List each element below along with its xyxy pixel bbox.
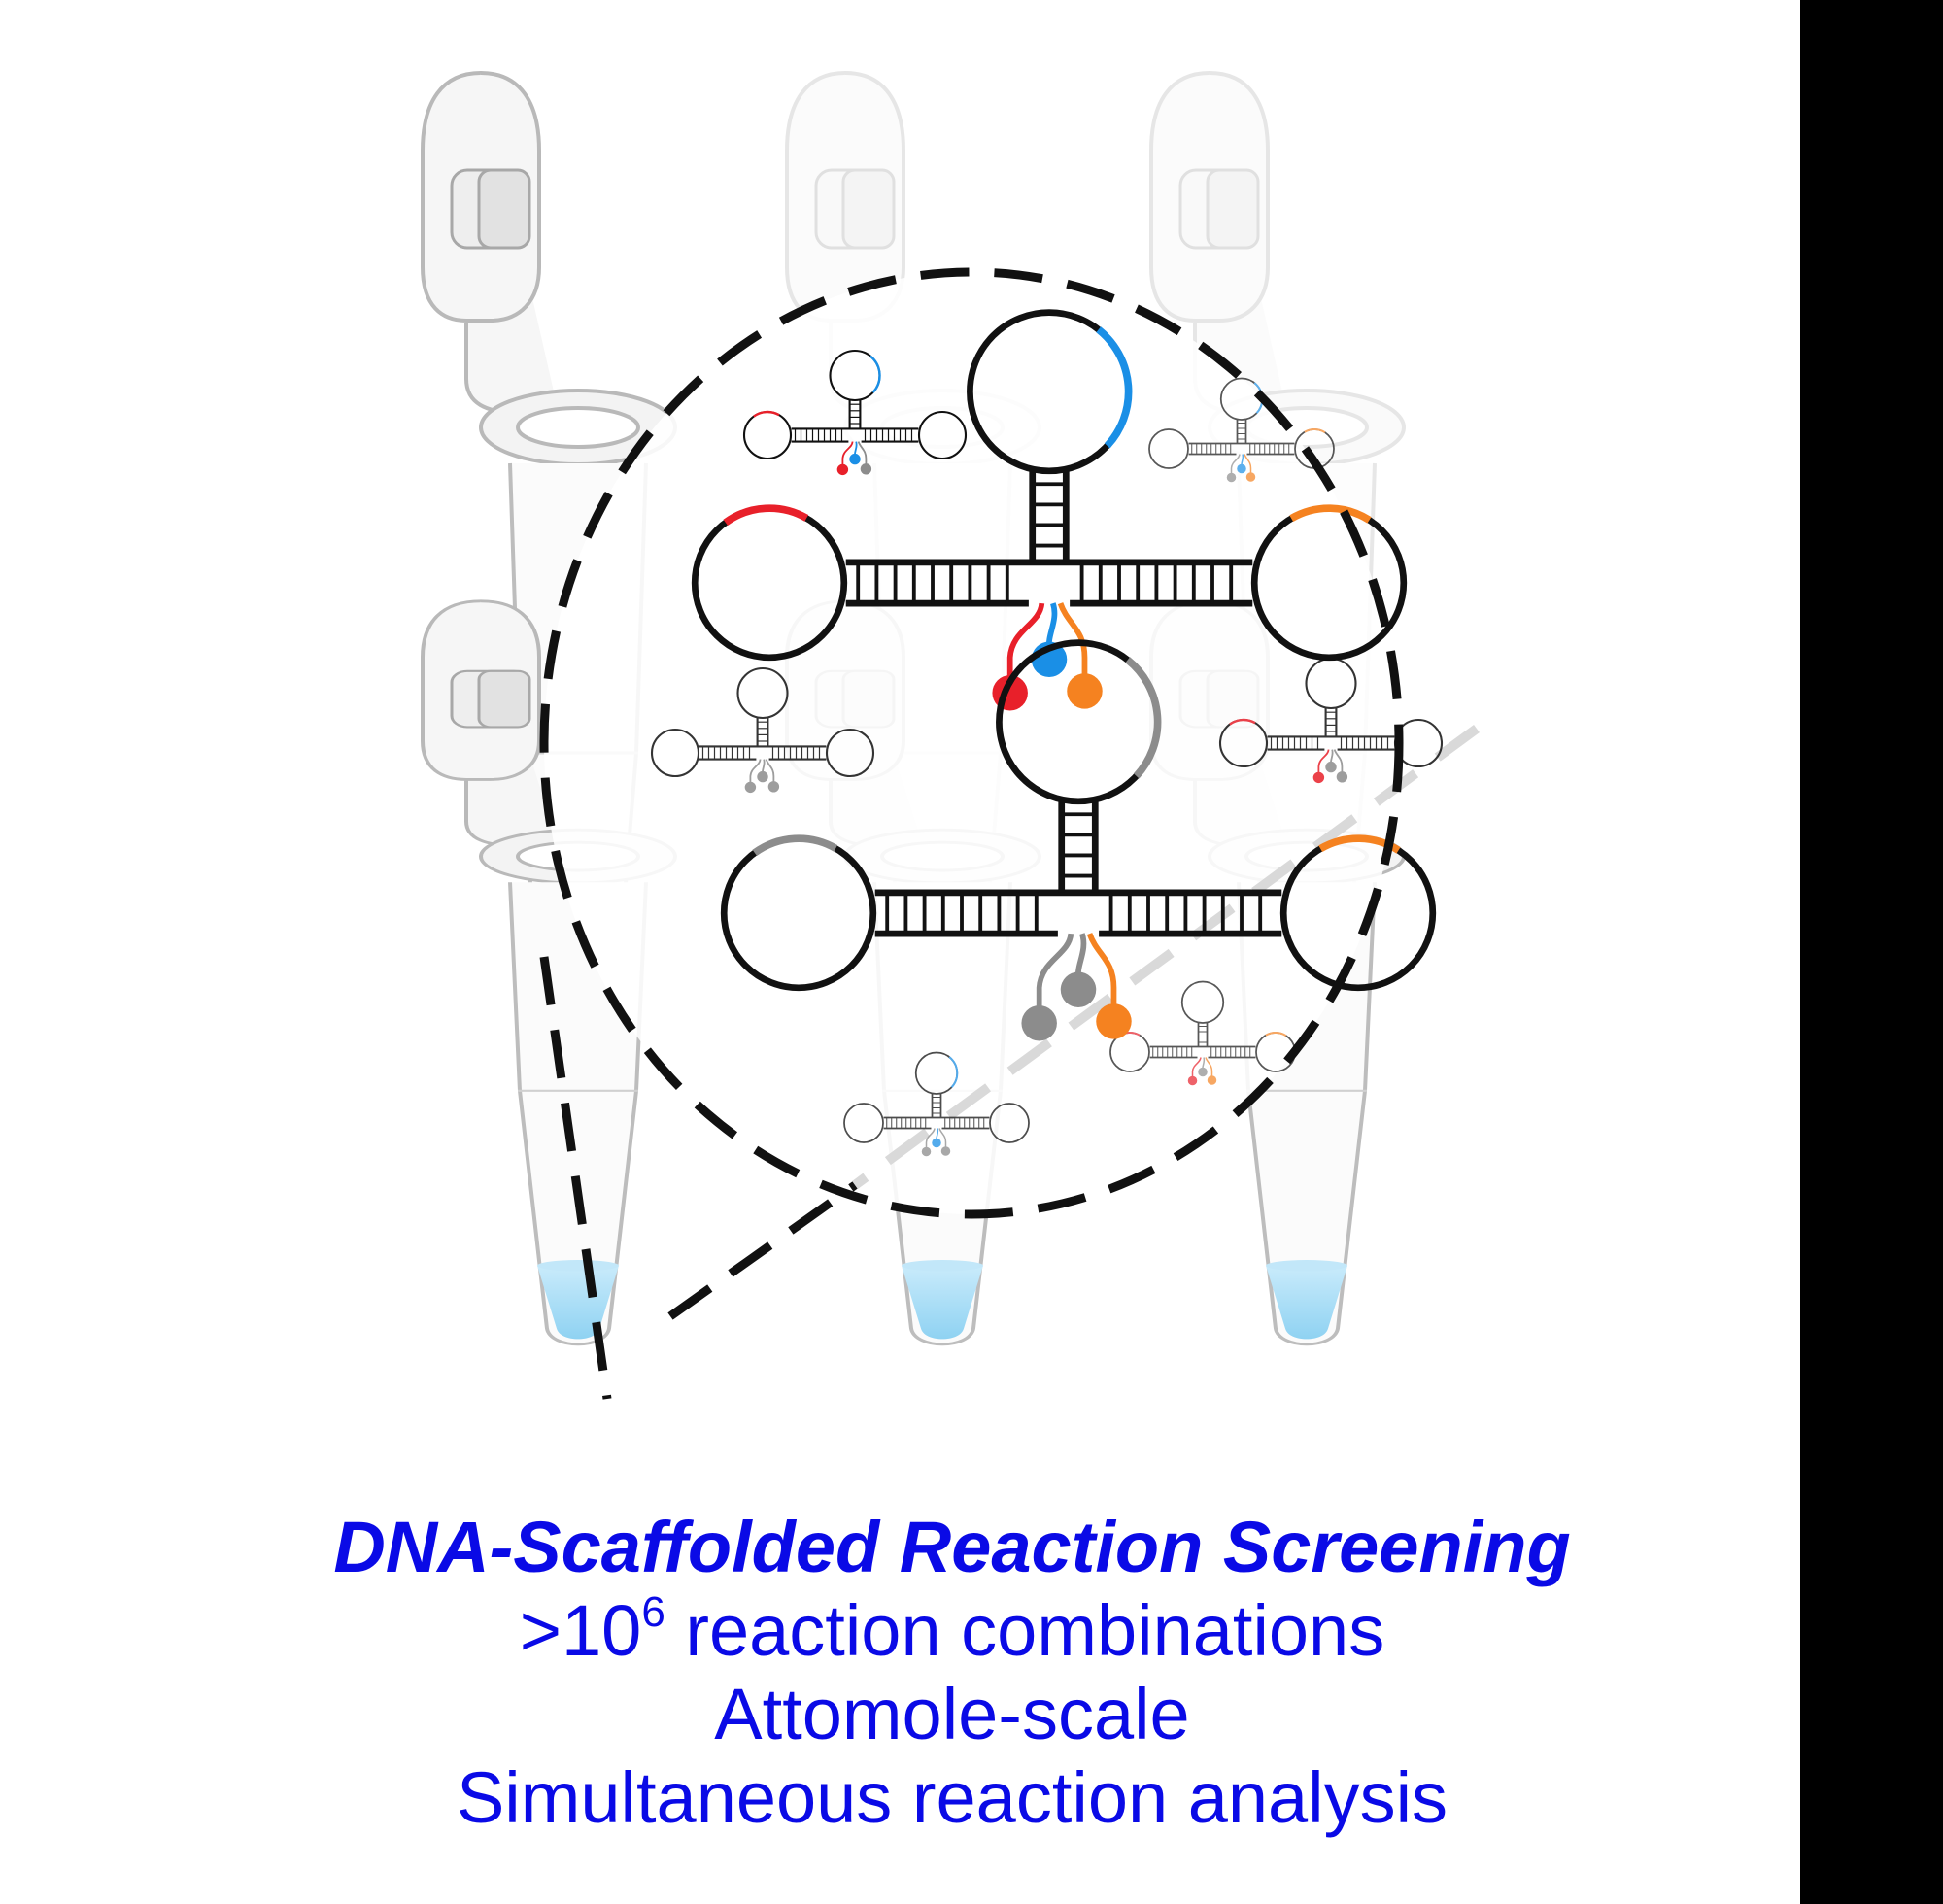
caption: DNA-Scaffolded Reaction Screening >106 r… bbox=[0, 1506, 1904, 1840]
caption-title: DNA-Scaffolded Reaction Screening bbox=[333, 1507, 1571, 1587]
caption-scale: Attomole-scale bbox=[714, 1674, 1190, 1754]
caption-combinations-prefix: >10 bbox=[519, 1590, 642, 1671]
scaffold-small-4 bbox=[1218, 657, 1444, 784]
caption-analysis: Simultaneous reaction analysis bbox=[456, 1757, 1449, 1838]
caption-combinations: >106 reaction combinations bbox=[0, 1589, 1904, 1673]
right-black-band bbox=[1800, 0, 1943, 1904]
large-scaffolds bbox=[691, 309, 1437, 1041]
scaffold-small-3 bbox=[650, 666, 875, 794]
zoom-callout-line-right bbox=[667, 1181, 858, 1320]
scaffold-large-upper bbox=[691, 309, 1408, 711]
scaffold-large-lower bbox=[720, 639, 1437, 1041]
caption-combinations-exponent: 6 bbox=[641, 1588, 665, 1636]
zoom-connector-faint bbox=[852, 724, 1480, 1190]
zoom-circle-outline bbox=[539, 267, 1404, 1219]
scaffold-small-1 bbox=[742, 349, 968, 476]
scaffold-small-6 bbox=[843, 1051, 1030, 1157]
scaffold-small-2 bbox=[1148, 377, 1335, 483]
caption-combinations-suffix: reaction combinations bbox=[665, 1590, 1385, 1671]
zoom-callout-line-left bbox=[539, 956, 612, 1400]
